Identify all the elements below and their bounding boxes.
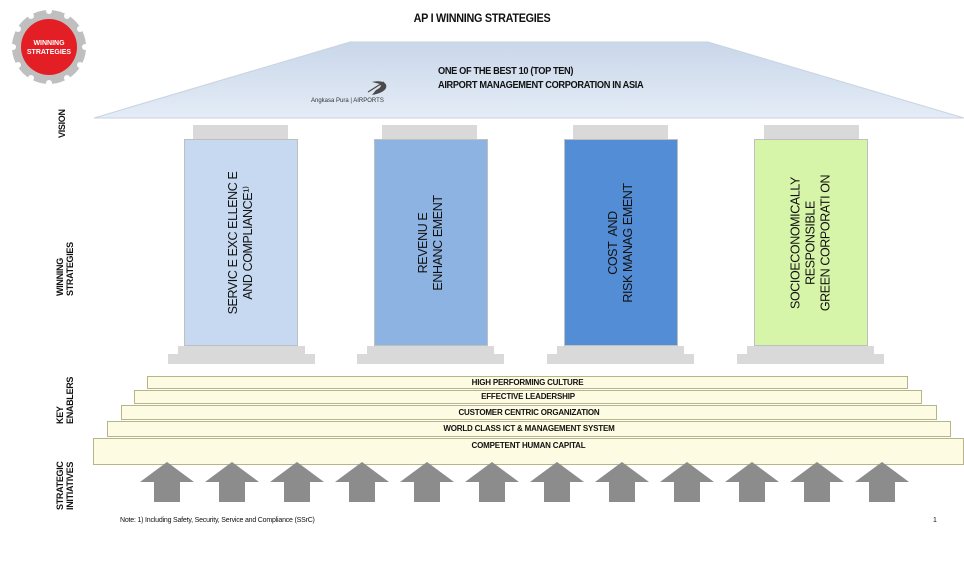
initiative-arrow-icon [595,462,649,502]
initiative-arrow-icon [205,462,259,502]
pillar-2-text: REVENU E ENHANC EMENT [416,194,445,291]
initiative-arrow-icon [790,462,844,502]
pillar-3-base-bottom [547,354,694,364]
badge-line2: STRATEGIES [27,49,72,56]
pillar-2-base-bottom [357,354,504,364]
pillar-3-text: COST AND RISK MANAG EMENT [606,182,635,303]
pillar-1-text: SERVIC E EXC ELLENC E AND COMPLIANCE¹⁾ [226,171,255,314]
vision-roof [94,40,964,120]
side-label-key: KEY [55,406,65,424]
enabler-step-4: WORLD CLASS ICT & MANAGEMENT SYSTEM [107,421,951,437]
initiative-arrow-icon [725,462,779,502]
side-label-strategic: STRATEGIC [55,461,65,510]
side-label-initiatives: INITIATIVES [65,461,75,510]
pillar-revenue-enhancement: REVENU E ENHANC EMENT [374,139,488,346]
badge-line1: WINNING [33,40,65,47]
side-label-strategies: STRATEGIES [65,242,75,296]
pillar-green-corporation: SOCIOECONOMICALLY RESPONSIBLE GREEN CORP… [754,139,868,346]
initiative-arrow-icon [400,462,454,502]
page-title: AP I WINNING STRATEGIES [413,11,551,25]
side-label-enablers: ENABLERS [65,376,75,424]
logo-text: Angkasa Pura | AIRPORTS [311,98,384,104]
enabler-step-5: COMPETENT HUMAN CAPITAL [93,438,964,465]
side-label-vision: VISION [57,109,67,138]
pillar-2-cap [382,125,477,139]
enabler-step-2: EFFECTIVE LEADERSHIP [134,390,922,404]
pillar-1-cap [193,125,288,139]
pillar-4-cap [764,125,859,139]
initiative-arrow-icon [465,462,519,502]
pillar-cost-risk-management: COST AND RISK MANAG EMENT [564,139,678,346]
initiative-arrow-icon [335,462,389,502]
initiative-arrow-icon [530,462,584,502]
enabler-step-1: HIGH PERFORMING CULTURE [147,376,908,389]
angkasa-pura-logo: Angkasa Pura | AIRPORTS [310,78,440,104]
initiative-arrow-icon [270,462,324,502]
winning-strategies-badge: WINNING STRATEGIES [10,8,88,86]
pillar-3-base-top [557,346,684,354]
pillar-4-base-top [747,346,874,354]
vision-line-1: ONE OF THE BEST 10 (TOP TEN) [438,65,574,77]
pillar-2-base-top [367,346,494,354]
initiative-arrow-icon [660,462,714,502]
enabler-step-3: CUSTOMER CENTRIC ORGANIZATION [121,405,937,420]
pillar-1-base-top [178,346,305,354]
initiative-arrow-icon [140,462,194,502]
side-label-winning: WINNING [55,258,65,296]
pillar-4-text: SOCIOECONOMICALLY RESPONSIBLE GREEN CORP… [788,174,833,311]
page-number: 1 [933,517,937,524]
initiative-arrow-icon [855,462,909,502]
pillar-3-cap [573,125,668,139]
pillar-4-base-bottom [737,354,884,364]
vision-statement: ONE OF THE BEST 10 (TOP TEN) AIRPORT MAN… [438,64,644,92]
footnote: Note: 1) Including Safety, Security, Ser… [120,517,315,524]
side-label-winning-strategies: WINNING STRATEGIES [55,242,76,356]
pillar-1-base-bottom [168,354,315,364]
side-label-strategic-initiatives: STRATEGIC INITIATIVES [55,461,76,570]
vision-line-2: AIRPORT MANAGEMENT CORPORATION IN ASIA [438,79,644,91]
pillar-service-excellence: SERVIC E EXC ELLENC E AND COMPLIANCE¹⁾ [184,139,298,346]
